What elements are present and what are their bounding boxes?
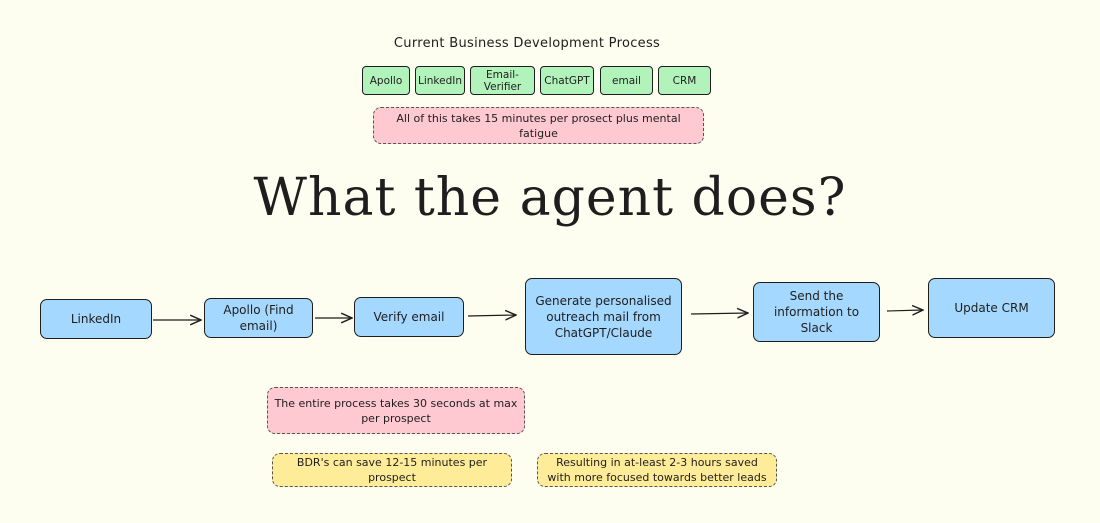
step-linkedin: LinkedIn — [40, 299, 152, 339]
step-update-crm: Update CRM — [928, 278, 1055, 338]
bdr-save-note: BDR's can save 12-15 minutes per prospec… — [272, 453, 512, 487]
tool-email: email — [600, 66, 653, 95]
fatigue-note: All of this takes 15 minutes per prosect… — [373, 107, 704, 144]
tool-linkedin: LinkedIn — [415, 66, 465, 95]
step-verify-email: Verify email — [354, 297, 464, 337]
process-title: Current Business Development Process — [393, 36, 661, 51]
step-send-slack: Send the information to Slack — [753, 282, 880, 342]
headline: What the agent does? — [253, 168, 847, 228]
arrow-5 — [886, 310, 923, 311]
tool-crm: CRM — [658, 66, 711, 95]
process-time-note: The entire process takes 30 seconds at m… — [267, 387, 525, 434]
tool-email-verifier: Email- Verifier — [470, 66, 535, 95]
tool-apollo: Apollo — [362, 66, 410, 95]
step-generate-mail: Generate personalised outreach mail from… — [525, 278, 682, 355]
step-apollo: Apollo (Find email) — [204, 298, 313, 338]
arrow-4 — [690, 313, 748, 314]
hours-saved-note: Resulting in at-least 2-3 hours saved wi… — [537, 453, 777, 487]
tool-chatgpt: ChatGPT — [540, 66, 594, 95]
arrow-3 — [467, 315, 516, 316]
